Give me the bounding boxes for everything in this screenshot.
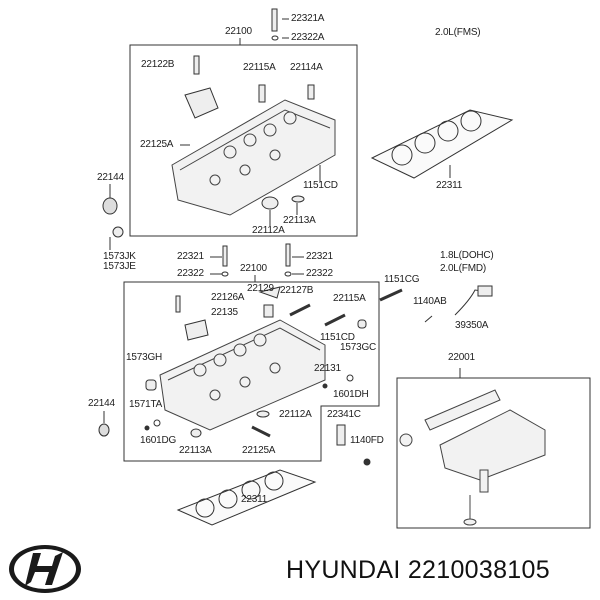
cylinder-head-middle [159,319,326,431]
middle-section-box [123,281,380,462]
part-label: 22115A [243,62,276,73]
part-number-caption: HYUNDAI 2210038105 [286,556,550,584]
part-label: 22001 [448,352,475,363]
part-label: 22122B [141,59,175,70]
head-gasket-middle [176,469,317,526]
part-label: 22311 [436,180,463,191]
part-label: 22125A [242,445,276,456]
part-label: 1151CD [320,332,355,343]
part-label: 1573JK [103,251,136,262]
part-label: 22144 [88,398,115,409]
part-label: 1573GC [340,342,377,353]
head-gasket-top [370,109,514,179]
part-label: 22322 [306,268,333,279]
engine-variant-label: 2.0L(FMD) [440,263,486,274]
part-label: 1601DG [140,435,177,446]
part-label: 22131 [314,363,341,374]
part-label: 22135 [211,307,238,318]
top-section-box [129,44,358,237]
cylinder-head-assembly [399,389,546,526]
part-label: 22115A [333,293,366,304]
part-label: 1573JE [103,261,136,272]
part-label: 22341C [327,409,361,420]
part-label: 1601DH [333,389,369,400]
part-label: 22125A [140,139,174,150]
part-label: 22126A [211,292,245,303]
part-label: 22100 [225,26,252,37]
hyundai-logo [9,545,81,593]
part-label: 1140AB [413,296,447,307]
bolt [271,8,278,32]
part-label: 1151CG [384,274,420,285]
part-label: 39350A [455,320,489,331]
part-label: 1140FD [350,435,384,446]
engine-variant-label: 2.0L(FMS) [435,27,481,38]
part-label: 22322A [291,32,325,43]
part-label: 22113A [283,215,316,226]
part-label: 22129 [247,283,274,294]
part-label: 22112A [252,225,285,236]
part-label: 1571TA [129,399,163,410]
cylinder-head-top [171,99,336,216]
part-label: 22112A [279,409,312,420]
part-label: 22311 [241,494,268,505]
part-label: 22113A [179,445,212,456]
part-label: 22321A [291,13,325,24]
part-label: 22322 [177,268,204,279]
head-assembly-box [396,377,591,529]
engine-variant-label: 1.8L(DOHC) [440,250,494,261]
part-label: 22127B [280,285,314,296]
part-label: 22321 [177,251,204,262]
part-label: 22100 [240,263,267,274]
part-label: 22114A [290,62,323,73]
part-label: 1151CD [303,180,338,191]
part-label: 22144 [97,172,124,183]
part-label: 1573GH [126,352,163,363]
part-label: 22321 [306,251,333,262]
